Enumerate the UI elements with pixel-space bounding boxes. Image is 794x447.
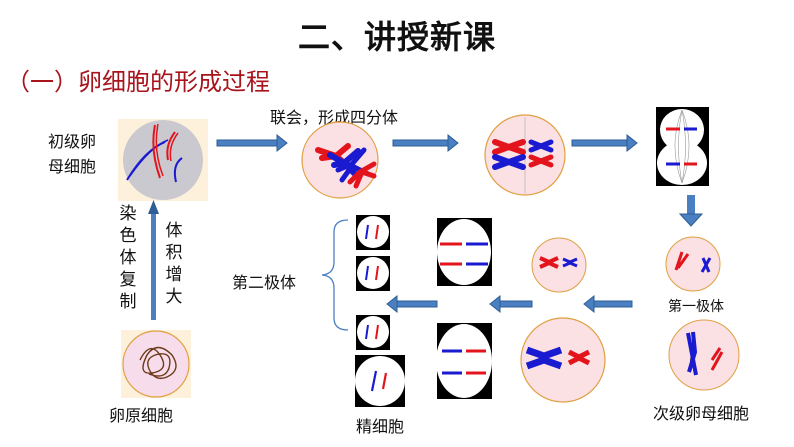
label-primary-oocyte-line2: 母细胞 bbox=[48, 157, 97, 176]
metaphase-two-oocyte-cell bbox=[520, 317, 606, 403]
tetrad-cell bbox=[301, 121, 379, 199]
second-polar-body-cell-3 bbox=[356, 315, 390, 350]
arrow-down bbox=[678, 195, 704, 227]
label-chromosome-replication: 染色体复制 bbox=[119, 204, 137, 312]
arrow-right-2 bbox=[392, 133, 459, 153]
anaphase-two-oocyte-cell bbox=[436, 323, 492, 399]
section-subtitle: （一）卵细胞的形成过程 bbox=[6, 68, 270, 96]
second-polar-body-cell-2 bbox=[356, 256, 390, 291]
oogonium-cell bbox=[121, 330, 191, 398]
metaphase-one-cell bbox=[484, 114, 566, 196]
anaphase-two-polar-cell bbox=[437, 218, 492, 286]
arrow-left-3 bbox=[386, 294, 438, 314]
brace bbox=[321, 219, 349, 331]
arrow-left-1 bbox=[583, 294, 633, 314]
second-polar-body-cell-1 bbox=[356, 215, 390, 250]
arrow-up-growth bbox=[148, 200, 159, 320]
label-secondary-oocyte: 次级卵母细胞 bbox=[653, 404, 750, 423]
label-volume-increase: 体积增大 bbox=[165, 221, 183, 307]
arrow-left-2 bbox=[489, 294, 533, 314]
metaphase-two-polar-cell bbox=[531, 237, 587, 293]
label-egg-cell: 精细胞 bbox=[356, 417, 405, 436]
secondary-oocyte-cell bbox=[668, 319, 740, 391]
label-first-polar-body: 第一极体 bbox=[668, 299, 724, 315]
page-title: 二、讲授新课 bbox=[297, 18, 496, 56]
label-primary-oocyte-line1: 初级卵 bbox=[48, 132, 97, 151]
primary-oocyte-cell bbox=[118, 119, 208, 201]
label-oogonium: 卵原细胞 bbox=[109, 406, 174, 425]
first-polar-body-cell bbox=[665, 236, 721, 292]
anaphase-one-cell bbox=[656, 107, 709, 186]
arrow-right-3 bbox=[571, 133, 638, 153]
label-second-polar-body: 第二极体 bbox=[232, 273, 297, 292]
arrow-right-1 bbox=[216, 133, 288, 153]
label-synapsis: 联会，形成四分体 bbox=[270, 108, 399, 127]
egg-cell bbox=[355, 355, 405, 407]
